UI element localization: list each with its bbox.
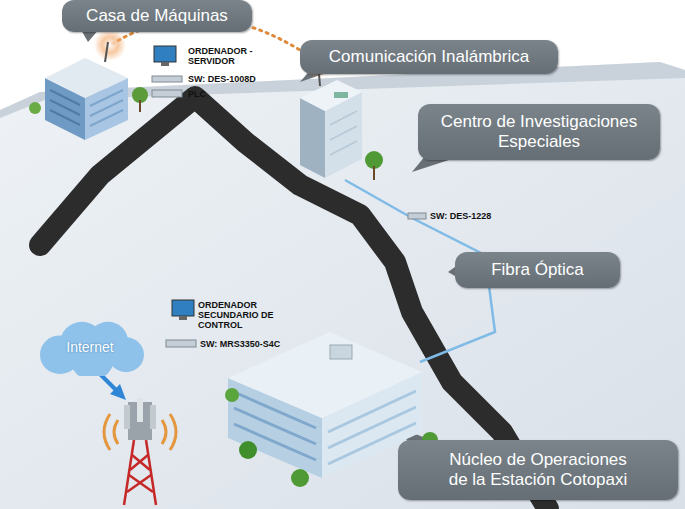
node-text: Núcleo de Operaciones de la Estación Cot…	[438, 450, 638, 490]
cell-tower	[104, 398, 176, 505]
node-text: Internet	[66, 339, 113, 355]
callout-bubble: Comunicación Inalámbrica	[300, 40, 558, 74]
callout-bubble: Centro de Investigaciones Especiales	[418, 104, 660, 160]
node-text: Comunicación Inalámbrica	[329, 47, 529, 67]
internet-cloud: Internet	[30, 318, 150, 376]
callout-bubble: Fibra Óptica	[455, 252, 620, 288]
equipment-label: SW: DES-1228	[430, 211, 530, 221]
internet-arrow	[100, 374, 126, 400]
equipment-label: PLC	[188, 89, 248, 99]
node-text: Centro de Investigaciones Especiales	[432, 112, 647, 152]
callout-bubble: Núcleo de Operaciones de la Estación Cot…	[398, 440, 678, 500]
node-text: Casa de Máquinas	[86, 6, 228, 26]
building-centro	[300, 62, 383, 180]
equipment-label: SW: MRS3350-S4C	[200, 339, 310, 349]
equipment-label: SW: DES-1008D	[188, 74, 288, 84]
building-casa-maquinas	[29, 42, 148, 140]
equipment-label: ORDENADOR SECUNDARIO DE CONTROL	[198, 300, 283, 330]
ground-plane	[0, 62, 685, 509]
node-text: Fibra Óptica	[491, 260, 584, 280]
equipment-icons	[152, 46, 426, 347]
equipment-label: ORDENADOR - SERVIDOR	[188, 46, 260, 66]
callout-bubble: Casa de Máquinas	[62, 0, 252, 32]
